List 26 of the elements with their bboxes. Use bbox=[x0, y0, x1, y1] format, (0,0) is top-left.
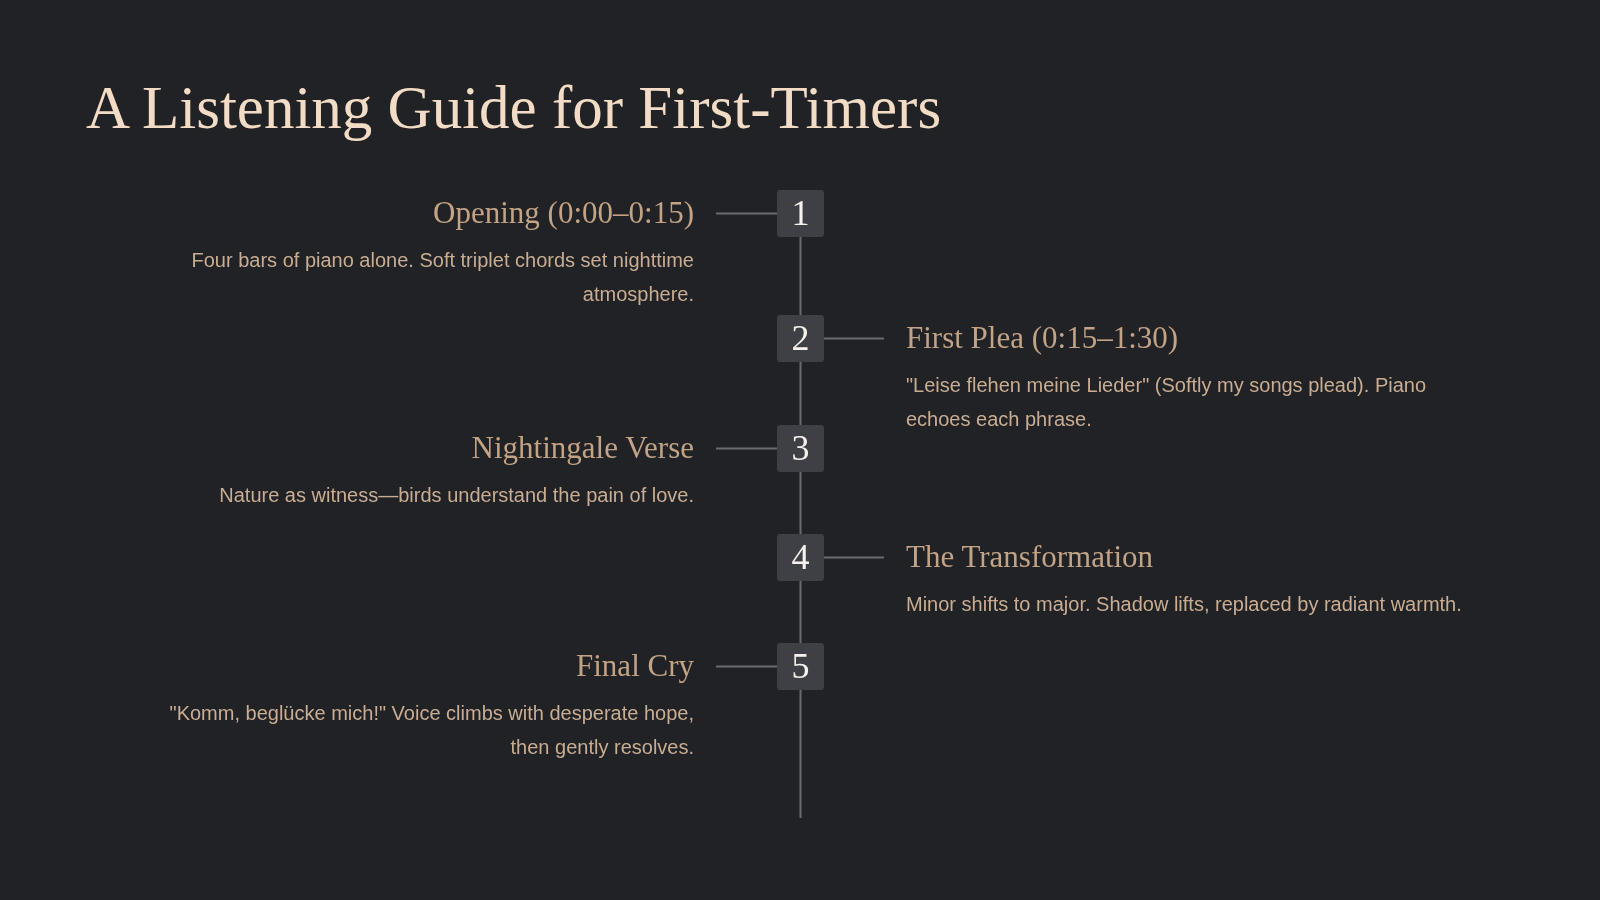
connector-line bbox=[715, 447, 778, 450]
section-heading: Final Cry bbox=[576, 647, 694, 685]
connector-line bbox=[715, 665, 778, 668]
section-heading: First Plea (0:15–1:30) bbox=[906, 319, 1179, 357]
timeline-line bbox=[799, 580, 802, 644]
section-heading: Opening (0:00–0:15) bbox=[433, 194, 694, 232]
section-description: Nature as witness—birds understand the pain of love. bbox=[219, 483, 694, 508]
timeline-line bbox=[799, 471, 802, 535]
connector-line bbox=[715, 212, 778, 215]
step-number-tile: 3 bbox=[777, 425, 824, 472]
step-number-tile: 2 bbox=[777, 315, 824, 362]
section-heading: Nightingale Verse bbox=[471, 429, 694, 467]
connector-line bbox=[823, 556, 885, 559]
section-description: "Komm, beglücke mich!" Voice climbs with desperate hope, then gently resolves. bbox=[168, 701, 694, 760]
step-number-tile: 1 bbox=[777, 190, 824, 237]
timeline-line bbox=[799, 689, 802, 819]
section-heading: The Transformation bbox=[906, 538, 1154, 576]
timeline-line bbox=[799, 236, 802, 316]
section-description: Four bars of piano alone. Soft triplet chords set nighttime atmosphere. bbox=[190, 248, 694, 307]
timeline-line bbox=[799, 361, 802, 426]
section-description: "Leise flehen meine Lieder" (Softly my songs plead). Piano echoes each phrase. bbox=[906, 373, 1428, 432]
step-number-tile: 4 bbox=[777, 534, 824, 581]
step-number-tile: 5 bbox=[777, 643, 824, 690]
section-description: Minor shifts to major. Shadow lifts, replaced by radiant warmth. bbox=[906, 592, 1462, 617]
connector-line bbox=[823, 337, 885, 340]
page-title: A Listening Guide for First-Timers bbox=[86, 73, 942, 143]
